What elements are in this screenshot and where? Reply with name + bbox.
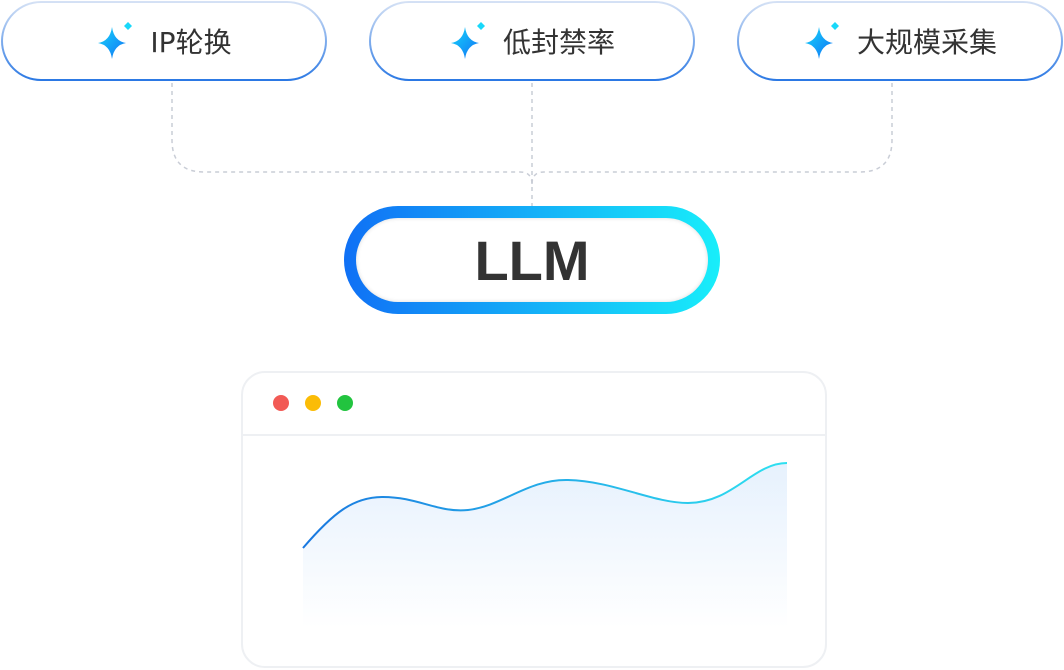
feature-pill-ip-rotation: IP轮换	[1, 1, 327, 81]
llm-node: LLM	[344, 206, 720, 314]
feature-pill-low-ban-rate: 低封禁率	[369, 1, 695, 81]
chart-line	[302, 462, 788, 549]
feature-pill-large-scale-scraping: 大规模采集	[737, 1, 1063, 81]
sparkle-icon	[450, 22, 485, 59]
connector-right	[531, 83, 893, 185]
window-divider	[243, 434, 825, 436]
chart-area	[303, 463, 787, 628]
browser-window	[241, 371, 827, 668]
window-maximize-dot	[337, 395, 353, 411]
window-close-dot	[273, 395, 289, 411]
sparkle-icon	[804, 22, 839, 59]
sparkle-icon	[98, 22, 133, 59]
window-minimize-dot	[305, 395, 321, 411]
connector-left	[171, 83, 533, 185]
feature-label: 低封禁率	[502, 26, 615, 59]
feature-label: IP轮换	[150, 26, 232, 59]
feature-label: 大规模采集	[856, 26, 997, 59]
line-chart	[302, 462, 788, 628]
llm-label: LLM	[474, 228, 590, 292]
